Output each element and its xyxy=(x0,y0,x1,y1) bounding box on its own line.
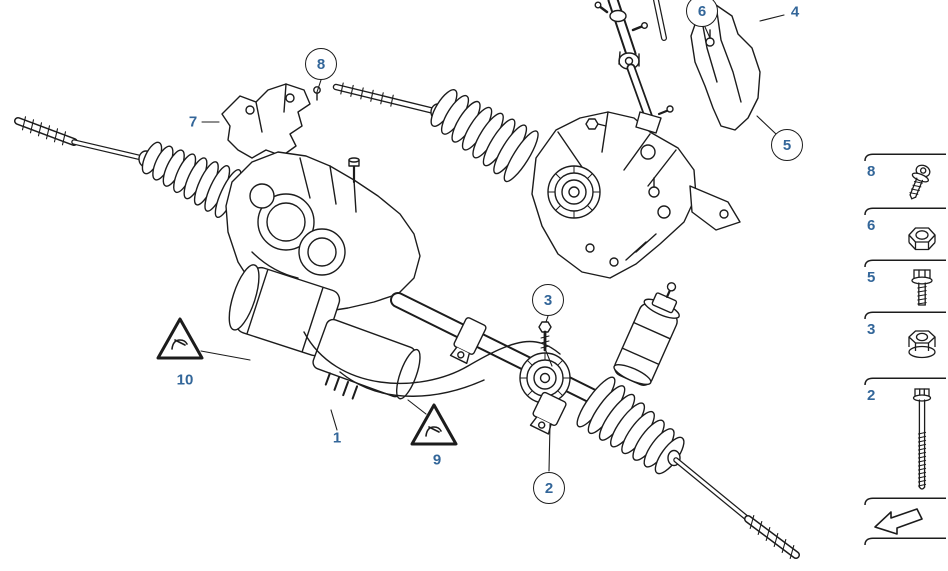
heat-shield-bracket xyxy=(221,83,321,159)
legend-separator xyxy=(864,497,946,505)
callout-6[interactable]: 6 xyxy=(686,0,718,27)
rack-clamp xyxy=(449,317,487,365)
rack-tube xyxy=(390,292,620,414)
torque-sensor-unit xyxy=(613,282,680,386)
callout-9[interactable]: 9 xyxy=(432,451,442,469)
eps-motor xyxy=(228,264,341,357)
thread-hatch xyxy=(21,116,67,146)
loose-bolt-item3 xyxy=(538,321,552,352)
callout-2[interactable]: 2 xyxy=(533,472,565,504)
legend-row-5[interactable]: 5 xyxy=(861,267,946,311)
eps-control-unit xyxy=(312,318,421,400)
eps-gear-housing xyxy=(225,151,421,313)
legend-number: 2 xyxy=(867,387,876,404)
warning-triangle-2 xyxy=(407,399,458,446)
long-bolt-icon xyxy=(912,388,932,490)
flange-nut-icon xyxy=(908,330,936,359)
heat-shield xyxy=(690,4,761,131)
legend-row-3[interactable]: 3 xyxy=(861,319,946,377)
warning-triangle-1 xyxy=(156,317,251,361)
legend-separator xyxy=(864,259,946,267)
legend-number: 5 xyxy=(867,269,876,286)
inner-rack-bellows xyxy=(430,89,539,183)
legend-number: 3 xyxy=(867,321,876,338)
legend-number: 6 xyxy=(867,217,876,234)
mount-clamp xyxy=(529,391,567,435)
hex-nut-icon xyxy=(908,227,936,251)
thread-hatch xyxy=(749,514,795,560)
legend-separator xyxy=(864,311,946,319)
hand-warning-icon xyxy=(425,426,442,437)
flange-bolt-icon xyxy=(911,269,933,306)
hand-warning-icon xyxy=(171,339,188,350)
inner-rack-assembly xyxy=(332,82,741,279)
steering-column xyxy=(594,0,674,134)
left-tie-rod xyxy=(14,116,154,168)
callout-5[interactable]: 5 xyxy=(771,129,803,161)
torx-screw-icon xyxy=(909,164,931,200)
legend-separator xyxy=(864,153,946,161)
callout-10[interactable]: 10 xyxy=(176,371,194,389)
leader-lines xyxy=(201,14,785,472)
legend-separator xyxy=(864,537,946,545)
callout-7[interactable]: 7 xyxy=(188,113,198,131)
thread-hatch xyxy=(340,82,394,107)
steering-gear-assembly xyxy=(14,116,800,560)
legend-row-8[interactable]: 8 xyxy=(861,161,946,207)
callout-8[interactable]: 8 xyxy=(305,48,337,80)
legend-row-6[interactable]: 6 xyxy=(861,215,946,259)
callout-3[interactable]: 3 xyxy=(532,284,564,316)
right-bellows xyxy=(576,376,685,475)
right-tie-rod xyxy=(667,449,800,560)
sensor-cable xyxy=(339,371,485,397)
legend-number: 8 xyxy=(867,163,876,180)
legend-footer[interactable] xyxy=(861,505,946,537)
legend-row-2[interactable]: 2 xyxy=(861,385,946,497)
pinion-bearing xyxy=(519,352,571,404)
callout-1[interactable]: 1 xyxy=(332,429,342,447)
fastener-legend: 8 6 xyxy=(861,153,946,545)
legend-separator xyxy=(864,377,946,385)
callout-4[interactable]: 4 xyxy=(790,3,800,21)
legend-separator xyxy=(864,207,946,215)
direction-arrow-icon xyxy=(874,508,923,535)
sensor-cable xyxy=(303,331,561,385)
